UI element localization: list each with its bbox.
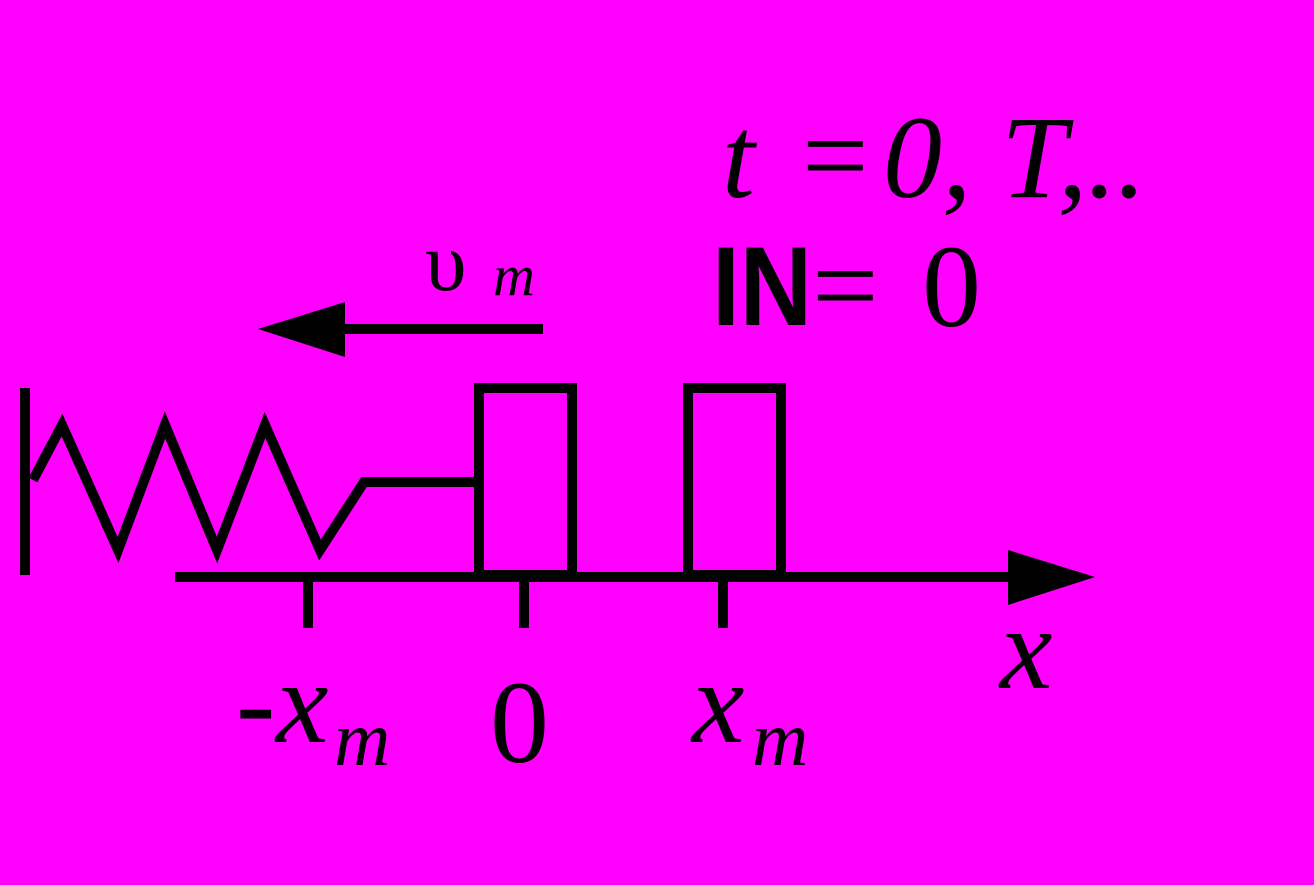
tick-zero-label: 0	[490, 657, 549, 788]
tick-pos-sub: m	[752, 695, 808, 782]
velocity-symbol: υ	[425, 216, 467, 309]
n-symbol: IN	[712, 224, 812, 349]
x-axis-arrowhead	[1008, 550, 1095, 605]
tick-neg-prefix: -	[236, 637, 275, 768]
axis-x-label: x	[998, 583, 1052, 714]
time-values: 0, T,..	[883, 92, 1146, 223]
n-value: 0	[922, 221, 981, 352]
tick-neg-var: x	[274, 637, 328, 768]
tick-pos-var: x	[690, 637, 744, 768]
tick-neg-sub: m	[334, 695, 390, 782]
velocity-arrowhead	[258, 302, 345, 357]
velocity-subscript: m	[493, 243, 535, 308]
time-variable: t	[722, 92, 758, 223]
n-equals: =	[812, 220, 879, 351]
spring	[28, 411, 474, 564]
time-equals: =	[802, 90, 869, 221]
